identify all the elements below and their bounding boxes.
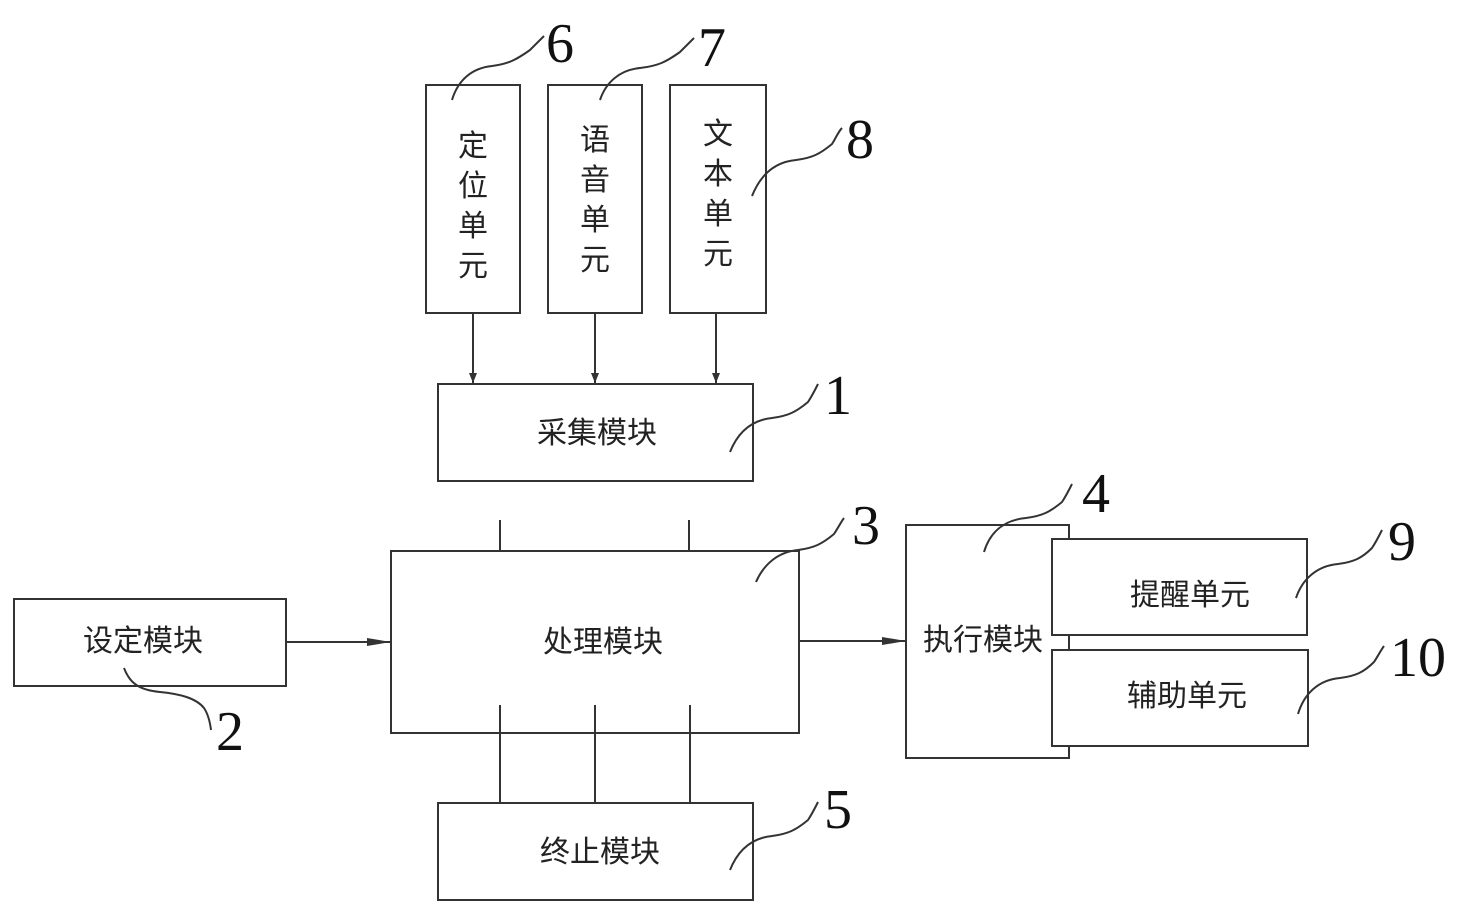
voice-unit-char-1: 语 xyxy=(580,123,610,158)
process-module-label: 处理模块 xyxy=(543,625,663,660)
voice-unit: 语 音 单 元 xyxy=(547,84,643,314)
leader-6 xyxy=(451,35,545,101)
terminate-module-label: 终止模块 xyxy=(540,835,660,870)
execute-module-label: 执行模块 xyxy=(923,623,1043,658)
positioning-unit-char-3: 单 xyxy=(458,209,488,244)
execute-module xyxy=(905,524,1070,759)
ref-number-7: 7 xyxy=(698,17,726,79)
terminate-module: 终止模块 xyxy=(437,802,754,901)
ref-number-8: 8 xyxy=(846,109,874,171)
ref-number-4: 4 xyxy=(1082,463,1110,525)
positioning-unit-char-4: 元 xyxy=(458,249,488,284)
ref-number-2: 2 xyxy=(216,701,244,763)
leader-2 xyxy=(123,667,212,731)
collect-module: 采集模块 xyxy=(437,383,754,482)
leader-7 xyxy=(599,37,695,101)
ref-number-9: 9 xyxy=(1388,511,1416,573)
ref-number-3: 3 xyxy=(852,495,880,557)
text-unit-char-3: 单 xyxy=(703,197,733,232)
ref-number-5: 5 xyxy=(824,779,852,841)
process-module: 处理模块 xyxy=(390,550,800,734)
assist-unit: 辅助单元 xyxy=(1051,649,1309,747)
positioning-unit: 定 位 单 元 xyxy=(425,84,521,314)
setting-module-label: 设定模块 xyxy=(83,624,203,659)
text-unit-char-2: 本 xyxy=(703,157,733,192)
collect-module-label: 采集模块 xyxy=(537,416,657,451)
voice-unit-char-3: 单 xyxy=(580,203,610,238)
leader-10 xyxy=(1297,645,1385,715)
assist-unit-label: 辅助单元 xyxy=(1127,679,1247,714)
leader-9 xyxy=(1295,529,1383,599)
reminder-unit: 提醒单元 xyxy=(1051,538,1308,636)
text-unit-char-4: 元 xyxy=(703,237,733,272)
ref-number-10: 10 xyxy=(1390,627,1446,689)
leader-1 xyxy=(729,383,819,453)
leader-4 xyxy=(983,483,1073,553)
ref-number-1: 1 xyxy=(824,365,852,427)
text-unit-char-1: 文 xyxy=(703,117,733,152)
ref-number-6: 6 xyxy=(546,13,574,75)
positioning-unit-char-2: 位 xyxy=(458,169,488,204)
voice-unit-char-4: 元 xyxy=(580,243,610,278)
positioning-unit-char-1: 定 xyxy=(458,129,488,164)
voice-unit-char-2: 音 xyxy=(580,163,610,198)
leader-5 xyxy=(729,801,819,871)
setting-module: 设定模块 xyxy=(13,598,287,687)
text-unit: 文 本 单 元 xyxy=(669,84,767,314)
leader-3 xyxy=(755,517,845,583)
leader-8 xyxy=(751,127,843,197)
reminder-unit-label: 提醒单元 xyxy=(1130,578,1250,613)
